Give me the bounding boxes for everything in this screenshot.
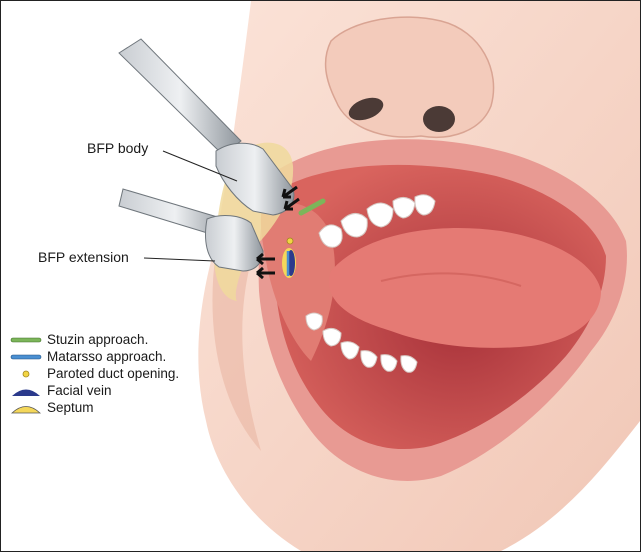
bfp-body-label: BFP body — [87, 140, 148, 156]
legend: Stuzin approach. Matarsso approach. Paro… — [9, 331, 179, 416]
green-line-icon — [9, 333, 43, 347]
yellow-dome-icon — [9, 401, 43, 415]
bfp-extension-label: BFP extension — [38, 249, 129, 265]
right-nostril — [423, 106, 455, 132]
yellow-dot-icon — [9, 367, 43, 381]
nose — [326, 17, 494, 137]
parotid-duct-dot — [287, 238, 293, 244]
bfp-extension-leader — [144, 258, 215, 261]
legend-item-matarsso: Matarsso approach. — [9, 348, 179, 365]
legend-item-septum: Septum — [9, 399, 179, 416]
blue-line-icon — [9, 350, 43, 364]
legend-item-facial-vein: Facial vein — [9, 382, 179, 399]
legend-item-stuzin: Stuzin approach. — [9, 331, 179, 348]
blue-dome-icon — [9, 384, 43, 398]
legend-item-parotid: Paroted duct opening. — [9, 365, 179, 382]
